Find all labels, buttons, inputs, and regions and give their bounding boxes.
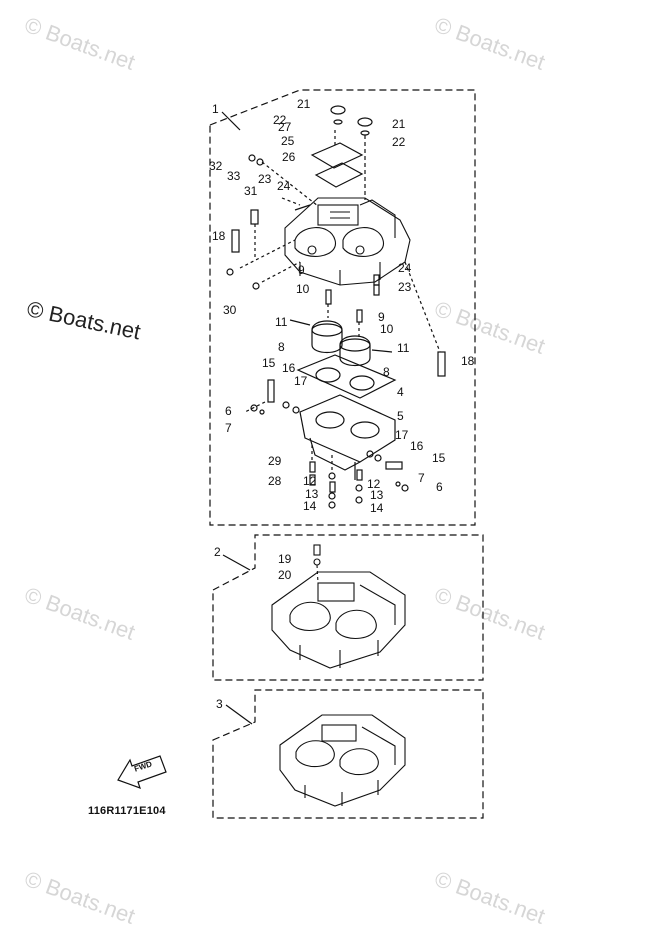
callout-14: 14 [303,499,317,513]
float-bowl [299,394,396,480]
callout-10: 10 [296,282,310,296]
assembly-2-boundary [212,534,484,681]
callout-8: 8 [278,340,285,354]
cover-plate [310,142,364,169]
float-right [339,335,371,367]
assembly-3-leader [225,704,253,725]
needle-18-left [231,229,240,253]
callout-17: 17 [395,428,409,442]
assembly-2-leader [222,554,251,571]
callout-18: 18 [212,229,226,243]
cap-right [357,117,373,127]
callout-12: 12 [367,477,381,491]
float-left [311,320,343,354]
callout-16: 16 [282,361,296,375]
carburetor-assembly-3 [279,714,406,807]
callout-12: 12 [303,474,317,488]
gasket-plate [314,162,364,188]
callout-7: 7 [225,421,232,435]
callout-13: 13 [370,488,384,502]
callout-6: 6 [436,480,443,494]
callout-26: 26 [282,150,296,164]
callout-20: 20 [278,568,292,582]
needle-18-right [437,351,446,377]
callout-17: 17 [294,374,308,388]
assembly-number-3: 3 [216,697,223,711]
callout-9: 9 [298,263,305,277]
callout-31: 31 [244,184,258,198]
callout-33: 33 [227,169,241,183]
carburetor-assembly-2 [271,544,406,669]
callout-23: 23 [258,172,272,186]
callout-27: 27 [278,120,292,134]
gasket-4 [296,354,397,399]
callout-4: 4 [397,385,404,399]
callout-22: 22 [273,113,287,127]
callout-18: 18 [461,354,475,368]
callout-15: 15 [262,356,276,370]
callout-24: 24 [398,261,412,275]
callout-11: 11 [397,341,410,355]
cap-left [330,105,346,115]
callout-29: 29 [268,454,282,468]
callout-25: 25 [281,134,295,148]
callout-24: 24 [277,179,291,193]
callout-11: 11 [275,315,288,329]
diagram-code: 116R1171E104 [88,805,166,817]
assembly-3-boundary [212,689,484,819]
callout-22: 22 [392,135,406,149]
callout-28: 28 [268,474,282,488]
callout-7: 7 [418,471,425,485]
assembly-1-leader [221,111,241,131]
assembly-number-2: 2 [214,545,221,559]
callout-30: 30 [223,303,237,317]
carburetor-body-upper [284,197,411,286]
assembly-number-1: 1 [212,102,219,116]
callout-19: 19 [278,552,292,566]
callout-21: 21 [297,97,311,111]
assembly-labels: 1 2 3 [212,102,223,711]
callout-16: 16 [410,439,424,453]
callout-6: 6 [225,404,232,418]
assembly-1-boundary [209,89,476,526]
callout-8: 8 [383,365,390,379]
callout-5: 5 [397,409,404,423]
fwd-arrow-shape [117,755,167,789]
callout-32: 32 [209,159,223,173]
callout-23: 23 [398,280,412,294]
callout-21: 21 [392,117,406,131]
callout-13: 13 [305,487,319,501]
callout-10: 10 [380,322,394,336]
callout-14: 14 [370,501,384,515]
callout-9: 9 [378,310,385,324]
callout-15: 15 [432,451,446,465]
